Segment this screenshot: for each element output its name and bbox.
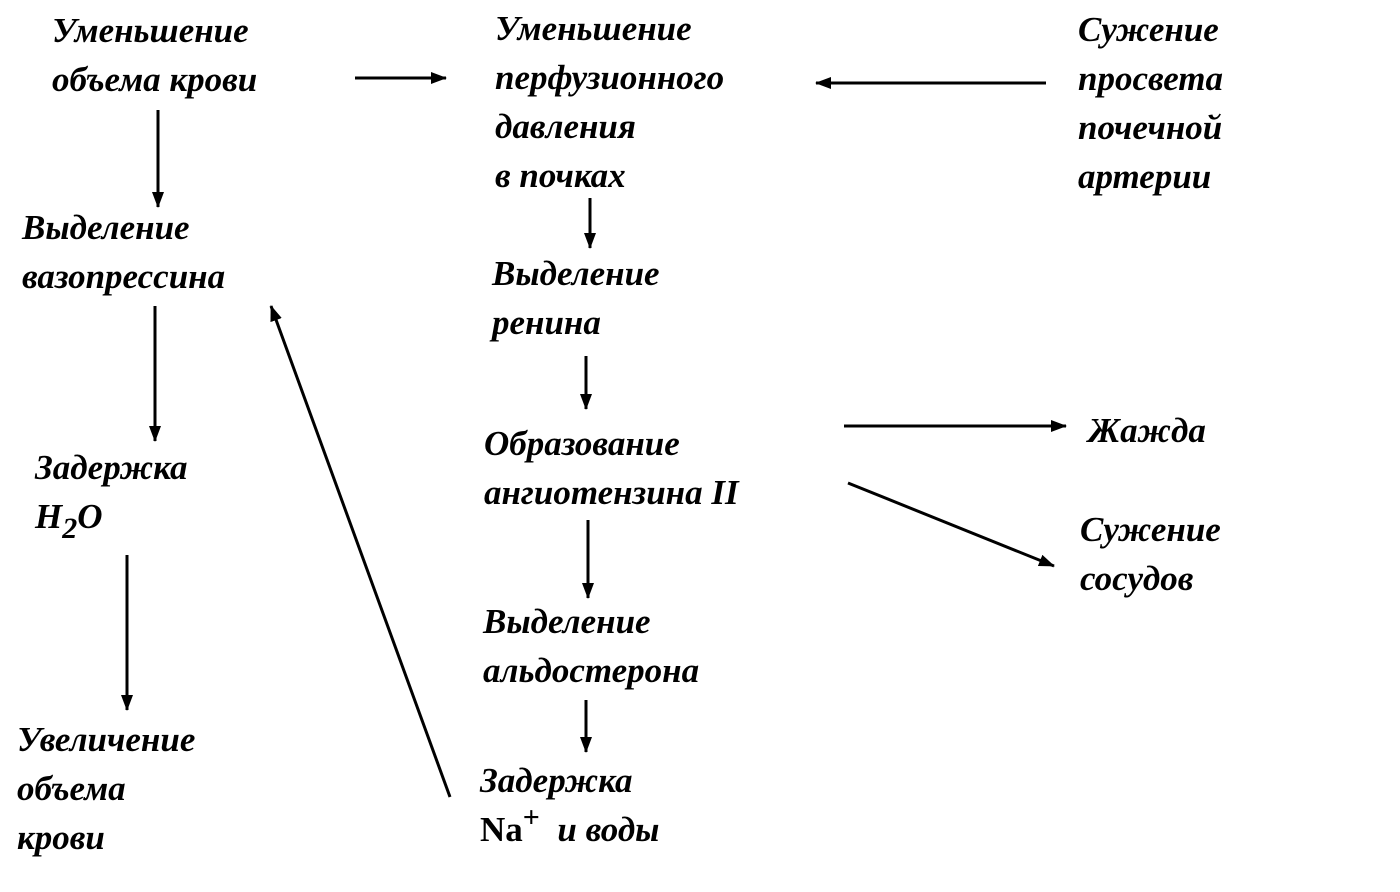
node-blood-volume-decrease: Уменьшение объема крови [52,11,258,99]
node-thirst: Жажда [1088,411,1206,450]
node-vasopressin-release: Выделение вазопрессина [22,208,226,296]
node-perfusion-pressure-decrease: Уменьшение перфузионного давления в почк… [495,9,725,195]
node-angiotensin-ii-formation: Образование ангиотензина II [484,424,739,512]
node-renin-release: Выделение ренина [492,254,660,342]
node-vasoconstriction: Сужение сосудов [1080,510,1221,598]
node-aldosterone-release: Выделение альдостерона [483,602,700,690]
node-sodium-water-retention: Задержка Na+ и воды [480,756,659,856]
node-water-retention: Задержка H2O [35,448,188,545]
sodium-ion-line: Na+ и воды [480,801,660,849]
node-blood-volume-increase: Увеличение объема крови [17,720,196,857]
node-renal-artery-narrowing: Сужение просвета почечной артерии [1078,10,1224,196]
h2o-formula: H2O [35,497,103,545]
arrow-sodium-retention-to-vasopressin [269,305,452,798]
arrow-angiotensin-to-vasoconstriction [847,481,1055,568]
